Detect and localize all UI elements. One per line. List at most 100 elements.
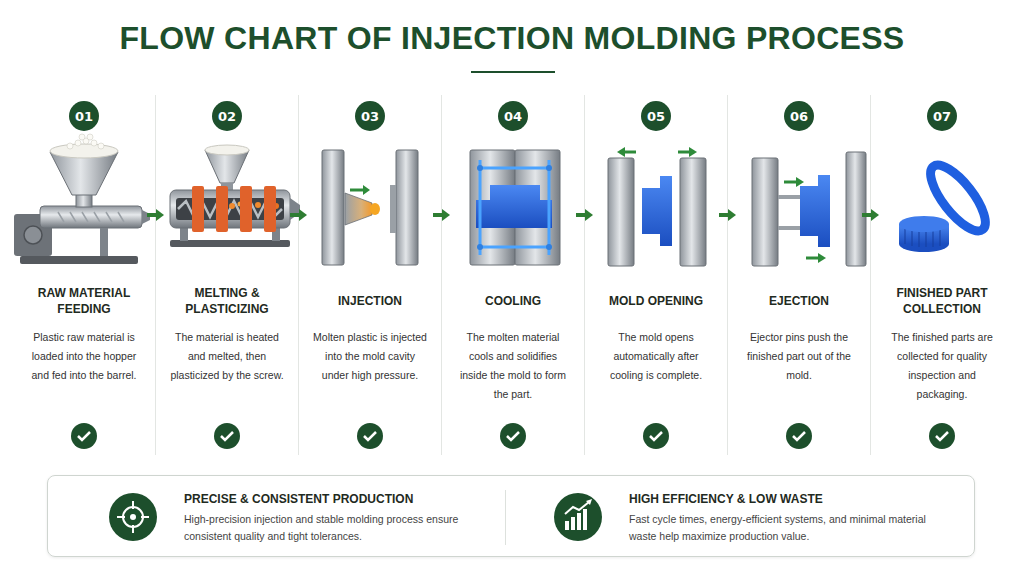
step-number: 07: [927, 101, 957, 131]
flow-arrow: [290, 209, 307, 221]
arrow-head: [299, 209, 307, 221]
mold-injection: [370, 203, 380, 215]
step-heading: MELTING & PLASTICIZING: [165, 285, 289, 317]
precision-icon: [109, 493, 157, 541]
step-heading: COOLING: [485, 293, 541, 309]
step-heading-box: COOLING: [451, 280, 575, 322]
efficiency-icon: [565, 521, 569, 530]
step-description: The mold opens automatically after cooli…: [597, 328, 715, 385]
hopper-machine: [24, 226, 42, 244]
hopper-machine: [20, 256, 138, 264]
step-heading: MOLD OPENING: [609, 293, 703, 309]
check-icon: [78, 432, 90, 440]
step-number-text: 03: [361, 109, 379, 124]
process-step: RAW MATERIAL FEEDINGPlastic raw material…: [22, 100, 146, 430]
mold-ejection: [778, 226, 802, 230]
mold-ejection: [752, 158, 778, 266]
hopper-machine: [142, 210, 150, 224]
flow-arrow: [719, 209, 736, 221]
arrow-shaft: [719, 213, 729, 217]
column-divider: [584, 95, 585, 455]
mold-injection: [322, 150, 344, 265]
step-description: Molten plastic is injected into the mold…: [311, 328, 429, 385]
check-icon: [71, 423, 955, 449]
mold-cooling: [476, 185, 552, 228]
step-heading-box: MELTING & PLASTICIZING: [165, 280, 289, 322]
mold-cooling: [546, 244, 552, 250]
heated-barrel: [216, 186, 228, 232]
mold-opening: [678, 151, 690, 154]
column-divider: [298, 95, 299, 455]
arrow-head: [871, 209, 879, 221]
column-divider: [155, 95, 156, 455]
hopper-machine: [58, 212, 124, 222]
mold-ejection: [846, 152, 866, 266]
hopper-machine: [98, 143, 104, 149]
mold-cooling: [470, 150, 560, 265]
finished-parts: [899, 216, 949, 232]
feature-heading: PRECISE & CONSISTENT PRODUCTION: [184, 491, 514, 507]
efficiency-icon: [554, 493, 602, 541]
finished-parts: [899, 157, 994, 252]
check-icon: [786, 423, 812, 449]
arrow-shaft: [290, 213, 300, 217]
precision-icon: [130, 514, 136, 520]
step-heading-box: FINISHED PART COLLECTION: [880, 280, 1004, 322]
mold-ejection: [784, 181, 797, 184]
mold-cooling: [480, 160, 549, 255]
hopper-machine: [40, 206, 142, 228]
heated-barrel: [170, 145, 300, 247]
process-step: INJECTION Molten plastic is injected into…: [308, 100, 432, 430]
step-number-text: 02: [218, 109, 236, 124]
step-heading-box: INJECTION: [308, 280, 432, 322]
step-number-text: 06: [790, 109, 808, 124]
feature-text: Fast cycle times, energy-efficient syste…: [629, 511, 929, 545]
chart-title: FLOW CHART OF INJECTION MOLDING PROCESS: [0, 18, 1024, 58]
efficiency-icon: [554, 493, 602, 541]
efficiency-icon: [586, 499, 592, 505]
hopper-machine: [50, 144, 118, 158]
column-divider: [727, 95, 728, 455]
check-icon: [71, 423, 97, 449]
efficiency-icon: [577, 513, 581, 530]
efficiency-icon: [583, 509, 587, 530]
arrow-head: [442, 209, 450, 221]
heated-barrel: [180, 228, 188, 241]
step-number: 05: [641, 101, 671, 131]
check-icon: [364, 432, 376, 440]
panel-divider: [505, 490, 506, 545]
feature-panel: PRECISE & CONSISTENT PRODUCTION High-prec…: [47, 475, 975, 557]
mold-opening: [642, 176, 672, 246]
title-underline: [471, 71, 555, 73]
step-heading: FINISHED PART COLLECTION: [880, 285, 1004, 317]
mold-ejection: [806, 257, 819, 260]
check-icon: [214, 423, 240, 449]
mold-cooling: [546, 165, 552, 171]
mold-opening: [608, 158, 634, 266]
efficiency-icon: [565, 502, 589, 514]
feature-text: High-precision injection and stable mold…: [184, 511, 484, 545]
heated-barrel: [205, 145, 249, 155]
check-icon: [221, 432, 233, 440]
mold-injection: [390, 185, 396, 233]
hopper-machine: [75, 140, 81, 146]
process-step: EJECTIONEjector pins push the finished p…: [737, 100, 861, 430]
mold-injection: [345, 193, 372, 225]
step-number: 01: [69, 101, 99, 131]
hopper-machine: [76, 194, 92, 207]
check-icon: [500, 423, 526, 449]
heated-barrel: [290, 198, 300, 220]
step-heading-box: RAW MATERIAL FEEDING: [22, 280, 146, 322]
step-description: The molten material cools and solidifies…: [454, 328, 572, 404]
step-heading: RAW MATERIAL FEEDING: [22, 285, 146, 317]
flow-arrow: [576, 209, 593, 221]
heated-barrel: [192, 186, 204, 232]
mold-ejection: [800, 175, 830, 247]
heated-barrel: [255, 202, 261, 208]
mold-ejection: [796, 177, 804, 187]
heated-barrel: [264, 186, 276, 232]
step-heading-box: EJECTION: [737, 280, 861, 322]
mold-cooling: [477, 165, 483, 171]
